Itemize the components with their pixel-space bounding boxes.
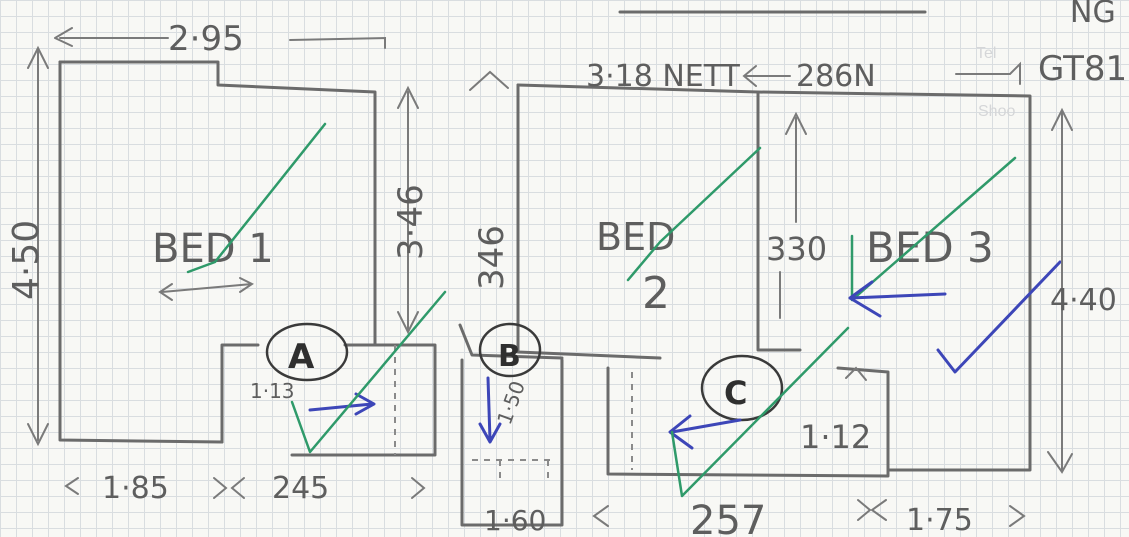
ensuite-b-height: 1·50 [492, 378, 530, 428]
left-height-arrow [27, 45, 49, 447]
ensuite-c-outline [606, 366, 890, 478]
ensuite-b-top [458, 323, 564, 360]
right-height-arrow [1047, 107, 1073, 474]
bottom-4-arrow-left [592, 505, 609, 527]
bed2-number: 2 [642, 268, 670, 319]
ensuite-a-blue-arrow [308, 392, 376, 416]
top-width-arrow-right [289, 36, 386, 49]
bed1-right-height-arrow [397, 85, 419, 335]
bottom-3-label: 1·60 [484, 504, 546, 537]
ensuite-b-dashed [472, 459, 555, 482]
bottom-2-label: 245 [272, 471, 329, 506]
bottom-4-label: 257 [690, 498, 766, 537]
bed2-bed3-partition [756, 90, 802, 352]
header-arrow-left [742, 65, 791, 87]
bottom-4-5-divider [857, 499, 887, 521]
corner-top-label: NG [1070, 0, 1116, 30]
ensuite-a-outline [290, 343, 437, 457]
ensuite-b-label: B [498, 339, 521, 374]
top-width-arrow-left [54, 27, 169, 47]
left-height-label: 4·50 [6, 220, 47, 300]
bed1-check-mark [186, 122, 327, 274]
bed1-outline [58, 60, 377, 347]
bottom-1-label: 1·85 [102, 471, 169, 506]
ensuite-c-height: 1·12 [800, 418, 871, 456]
faint-print-1: Tel [976, 45, 996, 62]
bed3-label: BED 3 [866, 223, 994, 272]
header-right-label: 3·18 NETT [586, 59, 741, 94]
ensuite-a-check-mark [290, 290, 447, 454]
corner-code-label: GT81 [1038, 49, 1127, 89]
ensuite-c-circle [700, 354, 784, 422]
bed3-height-arrow [785, 111, 807, 223]
ensuite-c-label: C [724, 374, 747, 412]
ensuite-a-wall [220, 343, 260, 444]
top-width-label: 2·95 [168, 19, 244, 59]
bed3-blue-arrow [848, 280, 947, 318]
bed1-right-height-label: 3·46 [391, 184, 431, 260]
bed2-label: BED [596, 215, 675, 259]
bed1-label: BED 1 [152, 226, 274, 272]
bed3-height-label: 330 [766, 230, 827, 268]
bed1-left-wall [58, 60, 224, 444]
ensuite-b-outline [460, 358, 564, 527]
bed1-width-arrow [158, 277, 254, 301]
right-height-label: 4·40 [1050, 283, 1117, 318]
bed2-check-mark [626, 146, 762, 282]
ensuite-b-blue-arrow [478, 376, 502, 444]
faint-print-2: Shoo [978, 103, 1015, 120]
ensuite-c-check-mark [670, 326, 850, 498]
bed2-left-height-label: 346 [472, 225, 512, 290]
ensuite-a-circle [265, 322, 349, 382]
bottom-1-2-divider [213, 477, 245, 499]
ensuite-b-circle [478, 322, 542, 378]
bed3-blue-check [936, 260, 1062, 374]
bed2-bed3-top-outline [516, 83, 1032, 472]
bottom-5-label: 1·75 [906, 503, 973, 537]
bottom-5-arrow-right [1009, 505, 1026, 527]
ensuite-a-label: A [288, 337, 315, 377]
ensuite-c-top-tick [845, 366, 867, 381]
header-arrow-right [955, 61, 1021, 85]
header-right-label-2: 286N [796, 59, 876, 94]
bottom-1-arrow-left [64, 477, 79, 495]
bed2-left-wall [516, 83, 662, 360]
bottom-2-arrow-right [411, 477, 426, 499]
bed2-corner-arrow [469, 70, 509, 91]
ensuite-c-blue-arrow [668, 414, 742, 450]
ensuite-a-height: 1·13 [250, 379, 295, 403]
